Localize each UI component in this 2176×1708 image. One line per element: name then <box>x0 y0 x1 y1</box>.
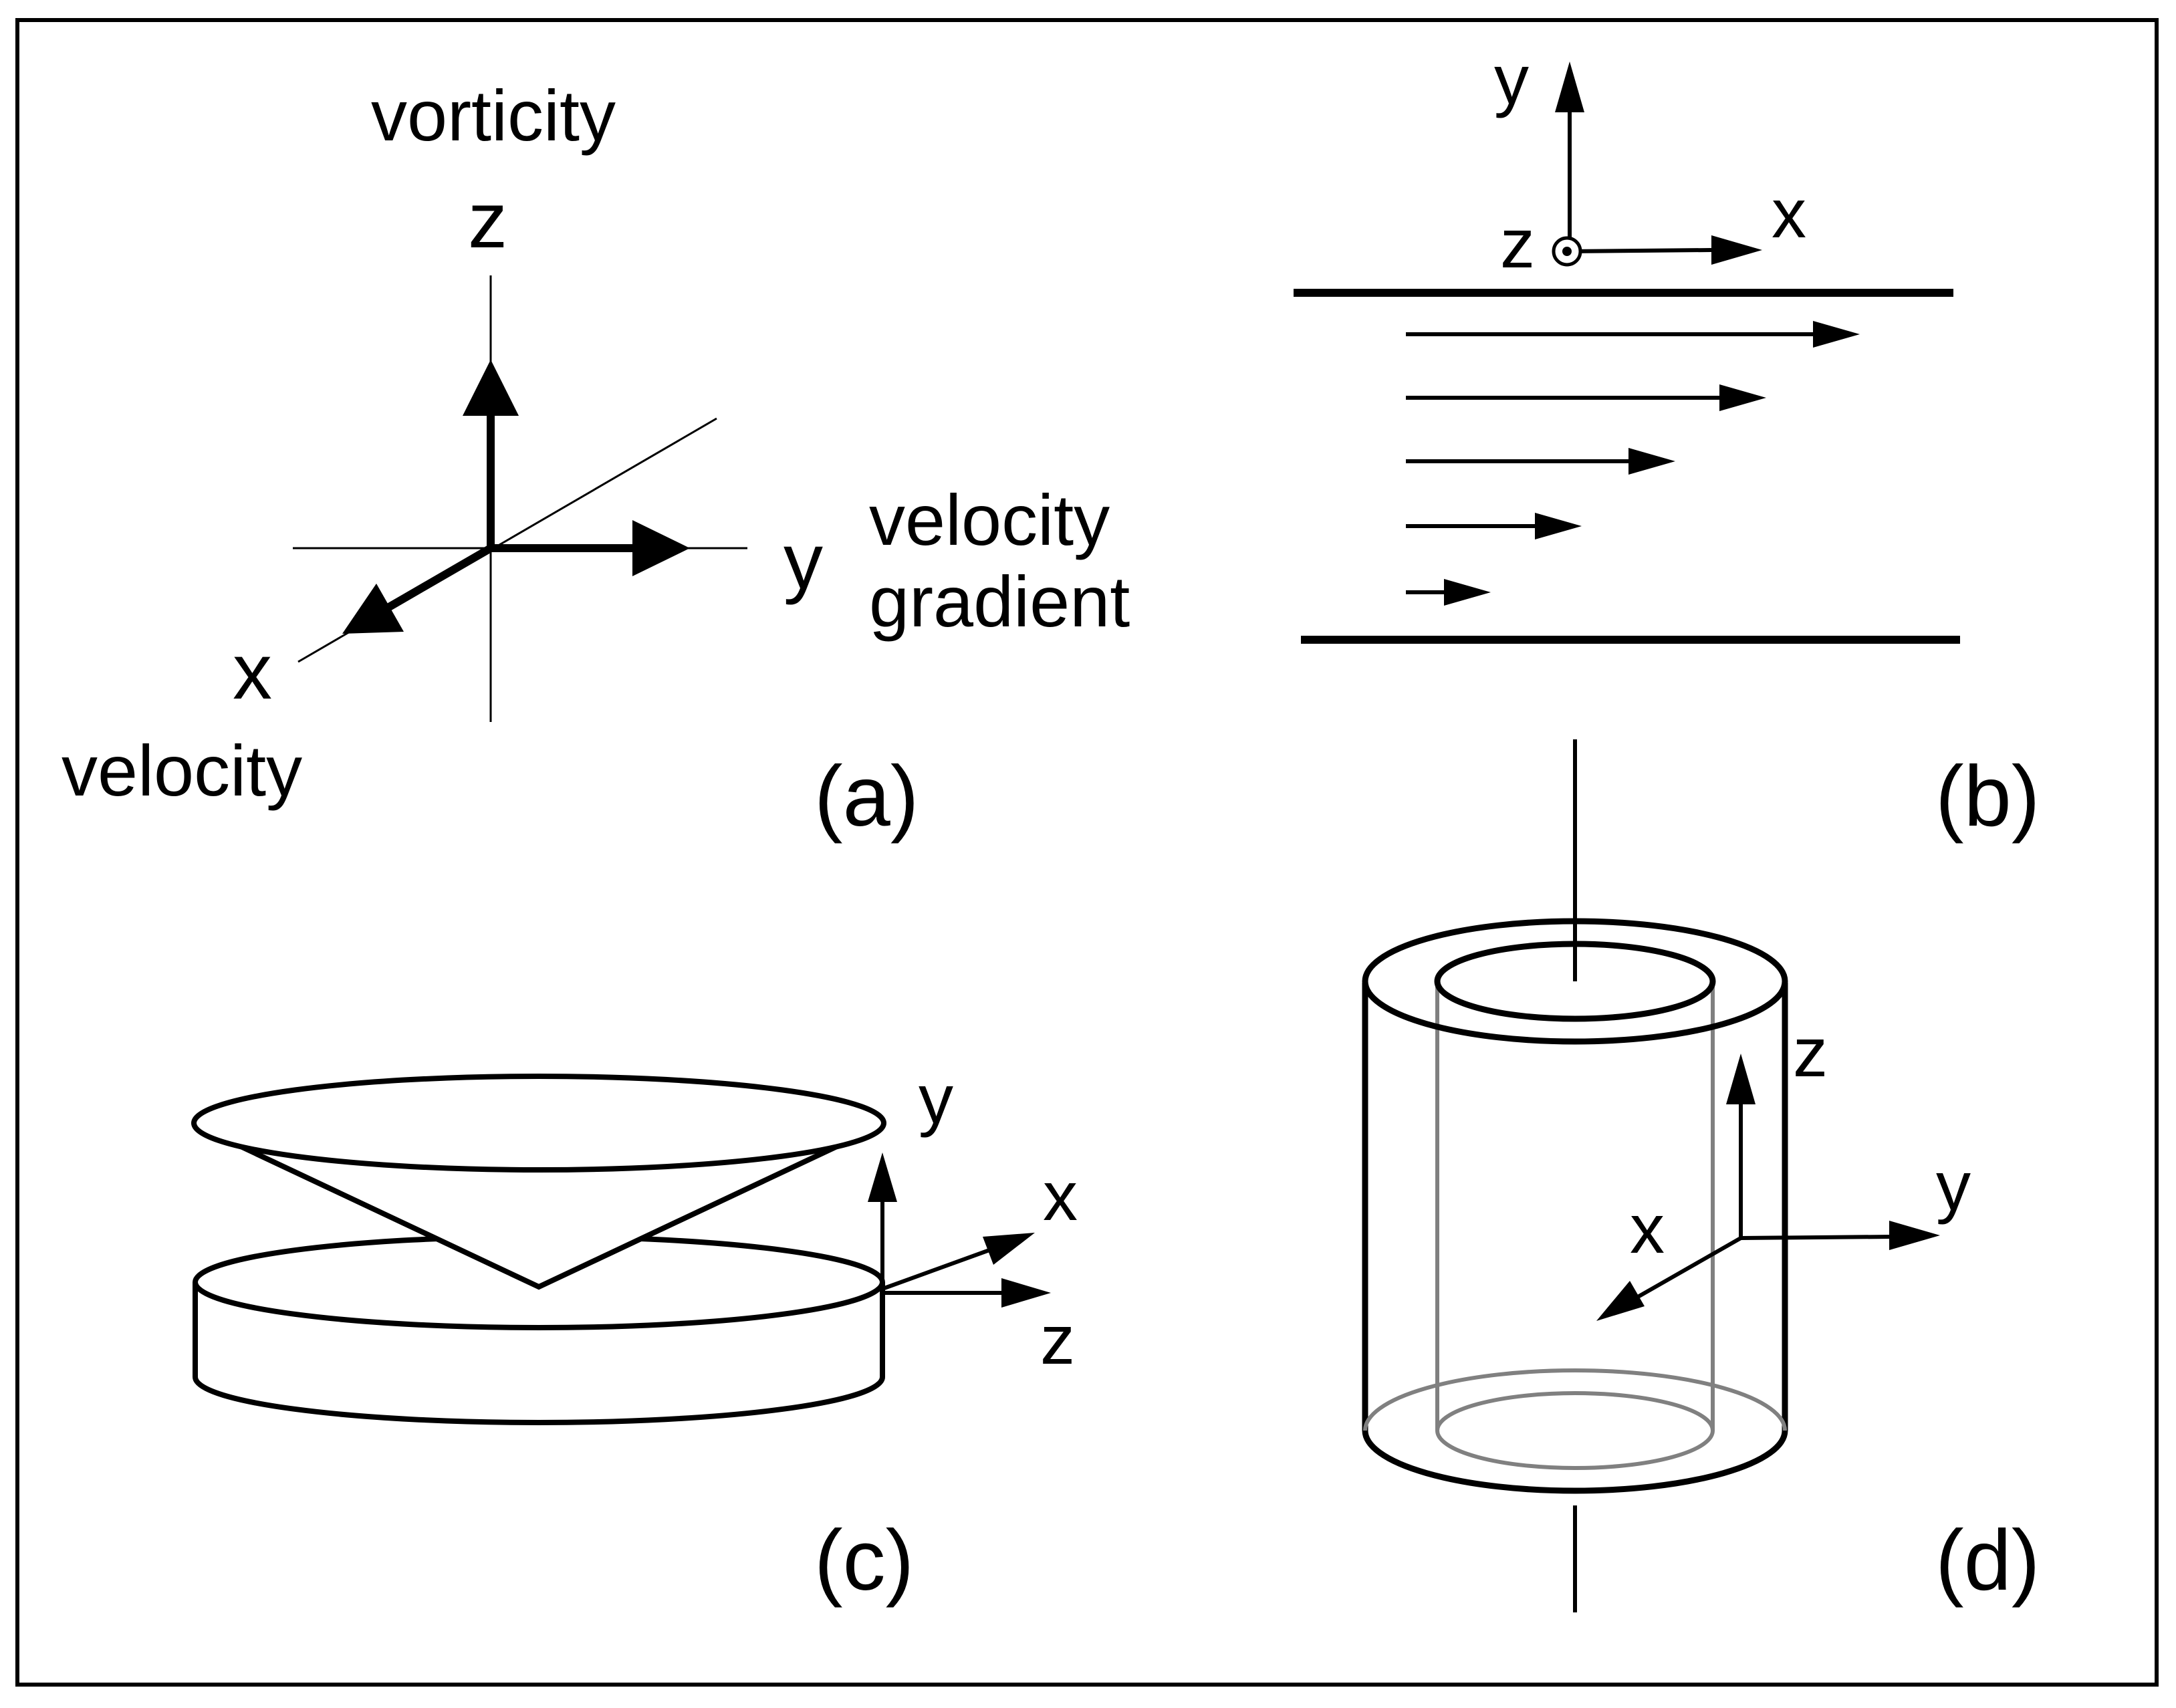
panel-b: y x z (b) <box>1294 41 2040 844</box>
figure-frame <box>15 18 2159 1687</box>
panel-a-y-name-line2: gradient <box>869 561 1130 642</box>
panel-d-y-arrowhead <box>1889 1221 1940 1250</box>
panel-d-x-label: x <box>1630 1191 1665 1268</box>
panel-d-z-arrowhead <box>1726 1054 1756 1104</box>
panel-a-z-arrowhead <box>463 360 519 416</box>
panel-b-x-arrowhead <box>1711 235 1762 265</box>
panel-d-outer-bottom-front <box>1362 1430 1788 1494</box>
panel-b-flow-arrowhead-5 <box>1444 579 1491 606</box>
panel-d: z y x (d) <box>1362 739 2040 1612</box>
panel-d-outer-top <box>1362 918 1788 1045</box>
panel-c-cone-top <box>191 1074 886 1173</box>
panel-b-x-label: x <box>1772 175 1806 253</box>
panel-b-label: (b) <box>1935 749 2040 844</box>
panel-c-label: (c) <box>814 1513 914 1608</box>
panel-c-x-label: x <box>1043 1158 1078 1235</box>
panel-b-z-dot <box>1562 247 1572 256</box>
panel-b-flow-arrowhead-1 <box>1813 321 1860 348</box>
panel-b-flow-arrowhead-3 <box>1628 448 1675 475</box>
panel-a-x-label: x <box>233 628 272 716</box>
panel-b-flow-arrowhead-4 <box>1535 513 1582 539</box>
panel-a-y-name-line1: velocity <box>869 479 1110 560</box>
panel-a: vorticity z y velocity gradient x veloci… <box>62 75 1130 844</box>
panel-b-y-label: y <box>1494 41 1529 119</box>
panel-b-z-label: z <box>1500 205 1535 283</box>
panel-c-y-label: y <box>919 1061 953 1138</box>
panel-c-x-arrowhead <box>983 1233 1035 1265</box>
panel-a-z-name: vorticity <box>371 75 616 156</box>
panel-a-x-arrowhead <box>342 584 404 634</box>
panel-d-y-axis <box>1740 1235 1893 1240</box>
panel-d-label: (d) <box>1935 1513 2040 1608</box>
panel-d-inner-bottom <box>1435 1391 1715 1470</box>
panel-d-x-axis <box>1637 1236 1742 1299</box>
panel-a-x-arrow-shaft <box>386 544 493 611</box>
panel-a-label: (a) <box>814 749 919 844</box>
panel-a-y-arrowhead <box>632 520 690 576</box>
panel-b-flow-arrowhead-2 <box>1719 384 1766 411</box>
panel-c-z-label: z <box>1040 1302 1075 1379</box>
panel-b-y-arrowhead <box>1555 62 1584 112</box>
panel-d-inner-top <box>1434 941 1716 1022</box>
panel-a-z-label: z <box>468 176 507 265</box>
panel-c-z-arrowhead <box>1001 1278 1051 1308</box>
panel-c-y-arrowhead <box>868 1152 897 1202</box>
panel-d-y-label: y <box>1936 1148 1971 1225</box>
panel-c: y x z (c) <box>191 1061 1078 1608</box>
panel-c-x-axis <box>881 1248 991 1291</box>
panel-d-z-label: z <box>1793 1014 1828 1092</box>
panel-a-x-name: velocity <box>62 730 302 811</box>
panel-a-y-label: y <box>783 517 823 606</box>
panel-d-x-arrowhead <box>1596 1281 1645 1321</box>
panel-b-x-axis <box>1569 248 1712 253</box>
